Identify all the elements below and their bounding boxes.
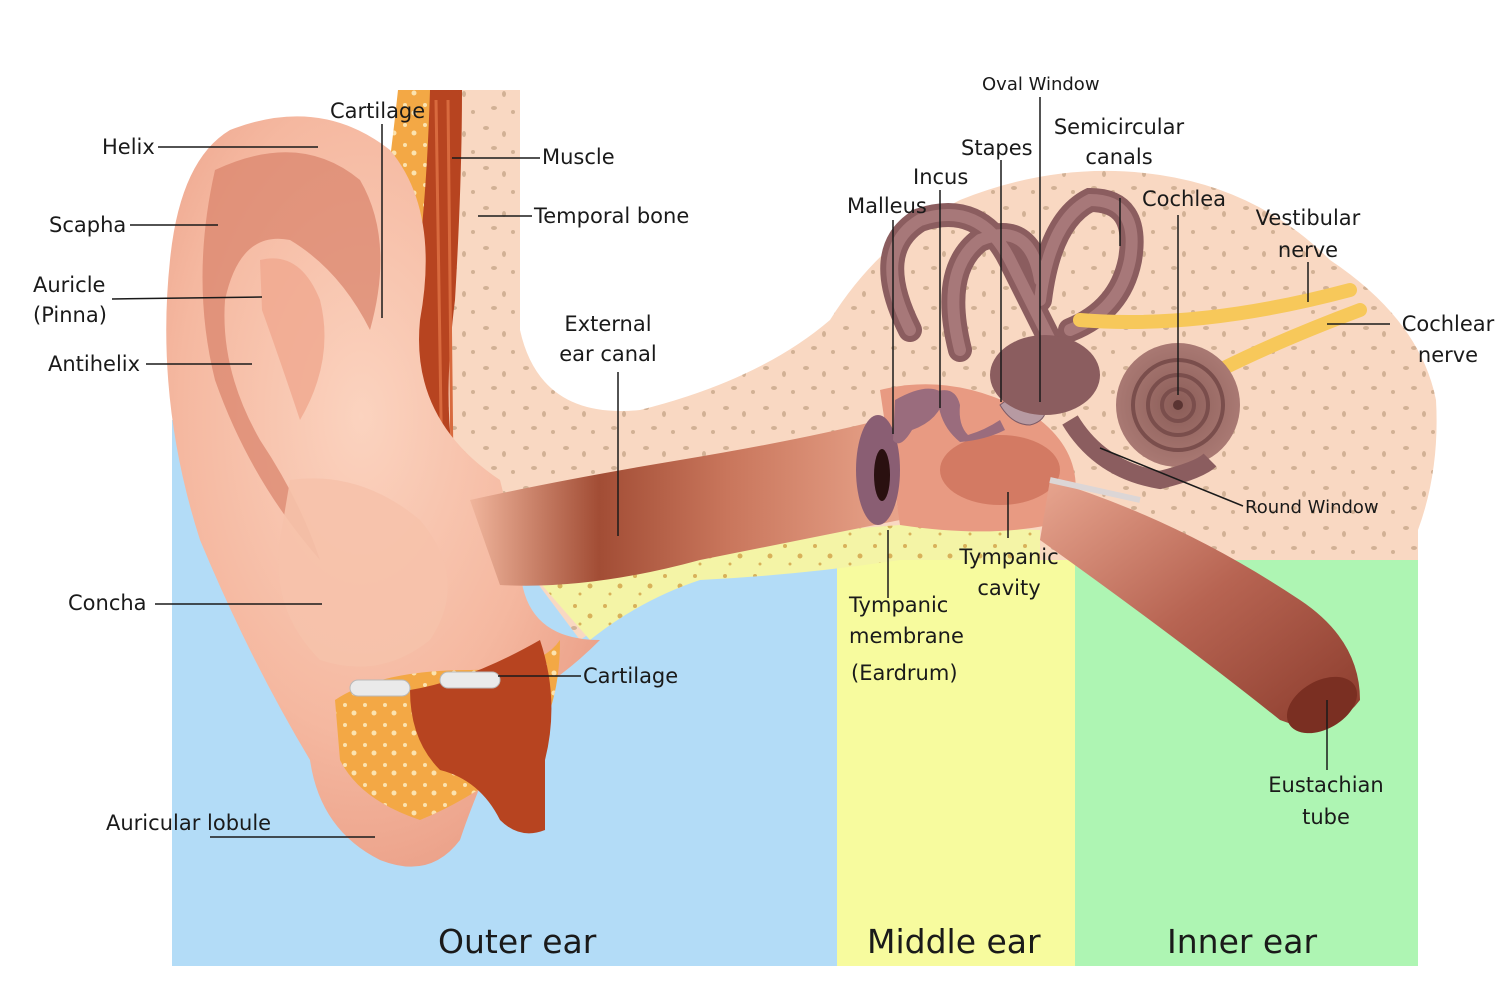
label-eardrum: (Eardrum) (851, 661, 958, 685)
vestibular-nerve-shape (1073, 283, 1357, 329)
label-auricle: Auricle (33, 273, 106, 297)
label-tympanic-membrane: Tympanic (849, 593, 949, 617)
label-cavity: cavity (977, 576, 1041, 600)
label-scapha: Scapha (49, 213, 127, 237)
label-cartilage-bottom: Cartilage (583, 664, 679, 688)
label-eustachian: Eustachian (1268, 773, 1384, 797)
zone-label-middle-ear: Middle ear (867, 922, 1041, 961)
label-stapes: Stapes (961, 136, 1033, 160)
label-tube: tube (1302, 805, 1350, 829)
label-auricular-lobule: Auricular lobule (106, 811, 272, 835)
leader-lines (111, 97, 1390, 838)
label-canals: canals (1085, 145, 1153, 169)
label-incus: Incus (913, 165, 969, 189)
zone-label-inner-ear: Inner ear (1167, 922, 1318, 961)
external-ear-canal (470, 420, 900, 586)
label-concha: Concha (68, 591, 147, 615)
label-membrane: membrane (849, 624, 964, 648)
label-vestibular: Vestibular (1255, 206, 1361, 230)
cochlear-nerve-shape (1213, 303, 1367, 377)
label-round-window: Round Window (1245, 497, 1379, 518)
label-malleus: Malleus (847, 194, 927, 218)
label-vestibular-nerve: nerve (1277, 238, 1339, 262)
malleus-shape (893, 388, 945, 444)
label-temporal-bone: Temporal bone (534, 204, 690, 228)
incus-shape (935, 390, 1005, 442)
label-pinna: (Pinna) (33, 303, 107, 327)
zone-label-outer-ear: Outer ear (438, 922, 597, 961)
label-antihelix: Antihelix (48, 352, 141, 376)
label-cochlea: Cochlea (1142, 187, 1226, 211)
label-cochlear-nerve: nerve (1417, 343, 1479, 367)
muscle-bottom (410, 640, 552, 834)
label-tympanic-cavity: Tympanic (959, 545, 1059, 569)
label-cartilage-top: Cartilage (330, 99, 426, 123)
label-cochlear: Cochlear (1401, 312, 1495, 336)
label-oval-window: Oval Window (982, 74, 1100, 95)
label-external: External (564, 312, 652, 336)
label-helix: Helix (102, 135, 155, 159)
label-muscle: Muscle (542, 145, 615, 169)
label-semicircular: Semicircular (1053, 115, 1185, 139)
label-ear-canal: ear canal (559, 342, 657, 366)
eustachian-tube-shape (1040, 480, 1360, 727)
